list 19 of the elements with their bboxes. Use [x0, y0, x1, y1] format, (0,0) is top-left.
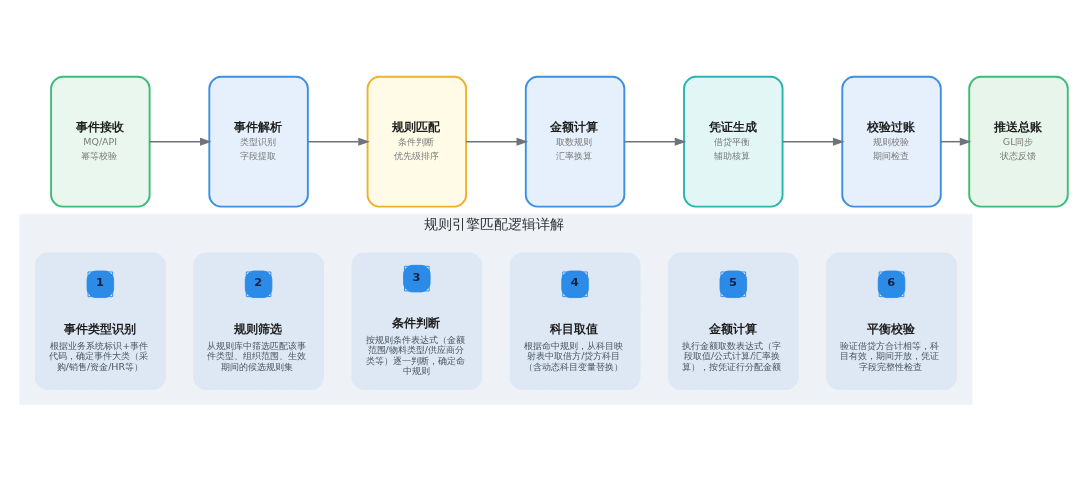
node-box: 推送总账 GL同步 状态反馈	[968, 75, 1069, 208]
node-box: 2 规则筛选 从规则库中筛选匹配该事件类型、组织范围、生效期间的候选规则集	[193, 252, 324, 390]
arrow	[623, 137, 687, 146]
arrow	[307, 137, 370, 146]
node-box: 事件解析 类型识别 字段提取	[208, 75, 309, 208]
node-box: 校验过账 规则校验 期间检查	[841, 75, 942, 208]
node-box: 5 金额计算 执行金额取数表达式（字段取值/公式计算/汇率换算），按凭证行分配金额	[667, 252, 799, 390]
node-box: 6 平衡校验 验证借贷方合计相等，科目有效，期间开放，凭证字段完整性检查	[826, 252, 957, 390]
node-box: 凭证生成 借贷平衡 辅助核算	[683, 75, 784, 208]
arrow	[465, 137, 529, 146]
arrow	[782, 137, 845, 146]
node-box: 1 事件类型识别 根据业务系统标识+事件代码，确定事件大类（采购/销售/资金/HR等）	[34, 252, 166, 390]
node-box: 3 条件判断 按规则条件表达式（金额范围/物料类型/供应商分类等）逐一判断，确定命中规则	[351, 252, 483, 390]
arrow	[940, 137, 972, 146]
node-box: 4 科目取值 根据命中规则，从科目映射表中取借方/贷方科目（含动态科目变量替换）	[509, 252, 641, 390]
arrow	[149, 137, 212, 146]
node-box: 事件接收 MQ/API 幂等校验	[50, 75, 151, 208]
node-box: 金额计算 取数规则 汇率换算	[524, 75, 626, 208]
node-box: 规则匹配 条件判断 优先级排序	[366, 75, 468, 208]
